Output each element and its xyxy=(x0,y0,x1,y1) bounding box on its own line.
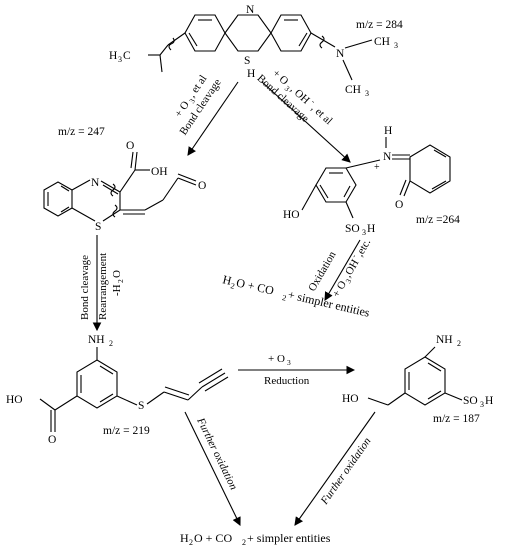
svg-text:2: 2 xyxy=(189,538,193,547)
carbonyl-o-264: O xyxy=(395,199,403,211)
atom-n-264: N xyxy=(383,151,392,163)
parent-molecule-284: N S H N CH 3 CH 3 H 3 C m/z = 284 xyxy=(109,4,403,98)
svg-text:3: 3 xyxy=(118,55,122,64)
mz-247-label: m/z = 247 xyxy=(58,126,105,138)
condition-minus-h2o: -H 2 O xyxy=(111,270,125,296)
ho-264: HO xyxy=(283,209,300,221)
svg-text:3: 3 xyxy=(480,400,484,409)
atom-h: H xyxy=(247,68,255,80)
product-simpler-entities-2: H 2 O + CO 2 + simpler entities xyxy=(180,531,331,547)
svg-text:Rearrangement: Rearrangement xyxy=(97,253,109,320)
svg-text:O: O xyxy=(111,270,123,278)
so3h-187: SO 3 H xyxy=(463,395,493,409)
aldehyde-o-247: O xyxy=(198,180,206,192)
ho-187: HO xyxy=(342,393,359,405)
mz-187-label: m/z = 187 xyxy=(433,413,480,425)
svg-text:2: 2 xyxy=(242,538,246,547)
svg-text:CH: CH xyxy=(345,84,361,96)
svg-text:2: 2 xyxy=(281,293,287,303)
svg-text:SO: SO xyxy=(463,395,478,407)
arrow-219-to-final xyxy=(184,411,241,526)
svg-text:H: H xyxy=(485,395,493,407)
svg-text:+ simpler entities: + simpler entities xyxy=(247,531,331,545)
condition-oxidation-reagents: + O 3 ,OH - ,etc. xyxy=(330,237,374,300)
so3h-264: SO 3 H xyxy=(345,223,375,237)
atom-s-219: S xyxy=(138,400,144,412)
atom-o-carbonyl-247: O xyxy=(126,140,134,152)
nh2-219: NH xyxy=(88,334,105,346)
svg-text:,etc.: ,etc. xyxy=(354,237,374,259)
svg-text:C: C xyxy=(123,50,131,62)
svg-text:H: H xyxy=(367,223,375,235)
svg-text:H: H xyxy=(109,50,117,62)
carbonyl-o-219: O xyxy=(48,434,56,446)
svg-text:3: 3 xyxy=(394,41,398,50)
atom-n: N xyxy=(246,4,255,16)
svg-text:O + CO: O + CO xyxy=(194,531,232,545)
svg-text:H: H xyxy=(221,272,233,288)
atom-n2: N xyxy=(336,48,345,60)
plus-charge-264: + xyxy=(374,162,380,173)
nh2-187: NH xyxy=(436,334,453,346)
ch3-top-right: CH 3 xyxy=(374,36,398,50)
svg-text:+ O: + O xyxy=(268,353,285,365)
svg-text:3: 3 xyxy=(283,84,292,93)
arrow-187-to-final xyxy=(294,411,376,526)
mz-219-label: m/z = 219 xyxy=(103,425,150,437)
arrow-264-to-simpler xyxy=(324,239,361,301)
svg-text:Bond cleavage: Bond cleavage xyxy=(79,255,91,320)
nh2-219-sub: 2 xyxy=(109,339,113,348)
atom-n-247: N xyxy=(91,177,100,189)
condition-further-oxidation-2: Further oxidation xyxy=(318,435,374,507)
svg-text:Further oxidation: Further oxidation xyxy=(318,435,374,507)
condition-rearrangement: Rearrangement xyxy=(97,253,109,320)
condition-bond-cleavage-2: + O 3 , OH - , et al Bond cleavage xyxy=(255,67,335,127)
svg-text:3: 3 xyxy=(287,358,291,367)
svg-text:,OH: ,OH xyxy=(342,257,362,279)
svg-text:-: - xyxy=(310,97,318,106)
oh-247: OH xyxy=(151,166,168,178)
nh2-187-sub: 2 xyxy=(457,339,461,348)
svg-text:Further oxidation: Further oxidation xyxy=(194,415,240,492)
intermediate-247: m/z = 247 N S O OH O xyxy=(43,126,206,233)
svg-text:SO: SO xyxy=(345,223,360,235)
svg-text:H: H xyxy=(180,531,189,545)
intermediate-187: NH 2 SO 3 H HO m/z = 187 xyxy=(342,334,493,425)
condition-bond-cleavage-1: + O 3 , et al Bond cleavage xyxy=(173,73,224,137)
svg-text:-H: -H xyxy=(111,284,123,296)
mz-264-label: m/z =264 xyxy=(416,214,460,226)
svg-text:3: 3 xyxy=(365,89,369,98)
svg-text:-: - xyxy=(349,252,358,259)
svg-text:CH: CH xyxy=(374,36,390,48)
ch3-bottom-right: CH 3 xyxy=(345,84,369,98)
svg-text:3: 3 xyxy=(187,97,197,105)
atom-s: S xyxy=(244,55,250,67)
intermediate-219: NH 2 HO O S m/z = 219 xyxy=(6,334,229,446)
mz-284-label: m/z = 284 xyxy=(356,19,403,31)
svg-text:3: 3 xyxy=(362,228,366,237)
h3c-left: H 3 C xyxy=(109,50,131,64)
atom-s-247: S xyxy=(95,221,101,233)
ho-219: HO xyxy=(6,394,23,406)
arrow-to-247 xyxy=(187,81,239,156)
condition-bond-cleavage-3a: Bond cleavage xyxy=(79,255,91,320)
svg-text:O + CO: O + CO xyxy=(235,275,276,297)
svg-text:, et al: , et al xyxy=(309,102,335,127)
atom-h-264: H xyxy=(384,125,392,137)
svg-text:2: 2 xyxy=(116,279,125,283)
svg-text:Reduction: Reduction xyxy=(264,375,310,387)
intermediate-264: H N + HO O SO 3 H m/z =264 xyxy=(283,125,460,237)
svg-text:3: 3 xyxy=(344,277,354,285)
arrow-to-264 xyxy=(261,81,351,163)
condition-further-oxidation-1: Further oxidation xyxy=(194,415,240,492)
condition-reduction: + O 3 Reduction xyxy=(264,353,310,387)
svg-text:2: 2 xyxy=(230,281,236,291)
